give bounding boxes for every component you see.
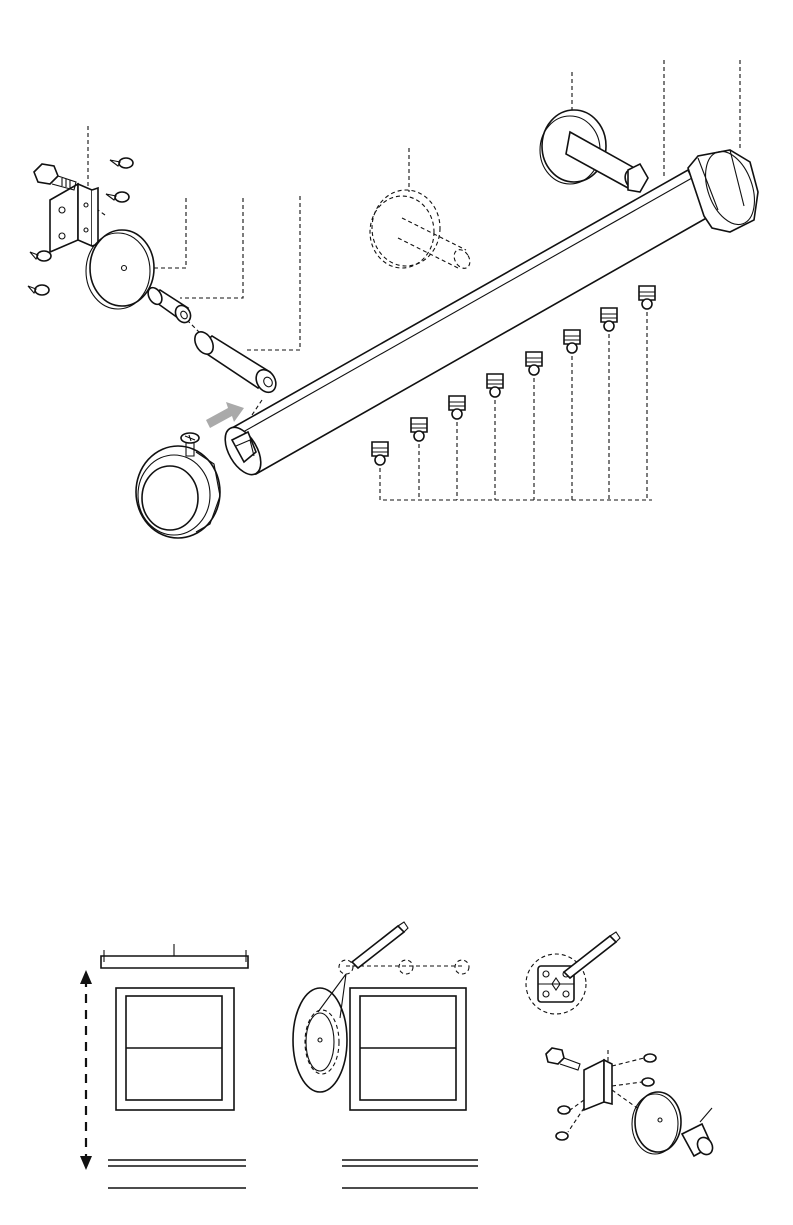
step-3-assembly bbox=[546, 1048, 716, 1157]
window-frame bbox=[116, 988, 234, 1110]
measuring-line-2 bbox=[342, 1160, 478, 1188]
mounting-bracket bbox=[50, 184, 98, 252]
step-1-measure bbox=[80, 944, 248, 1170]
wall-flange-closeup bbox=[293, 988, 347, 1092]
ghost-support-arm bbox=[370, 190, 473, 271]
hex-bolt bbox=[34, 164, 76, 190]
curtain-rod bbox=[218, 170, 710, 481]
measuring-line bbox=[108, 1160, 246, 1188]
pencil bbox=[352, 922, 408, 968]
window-frame-2 bbox=[350, 988, 466, 1110]
step-2-mark bbox=[318, 960, 469, 1018]
long-spacer bbox=[191, 329, 280, 396]
support-arm bbox=[540, 110, 648, 194]
step-3-bracket-closeup bbox=[526, 932, 620, 1014]
short-spacer bbox=[145, 285, 193, 325]
end-cap-finial-left bbox=[136, 446, 220, 538]
